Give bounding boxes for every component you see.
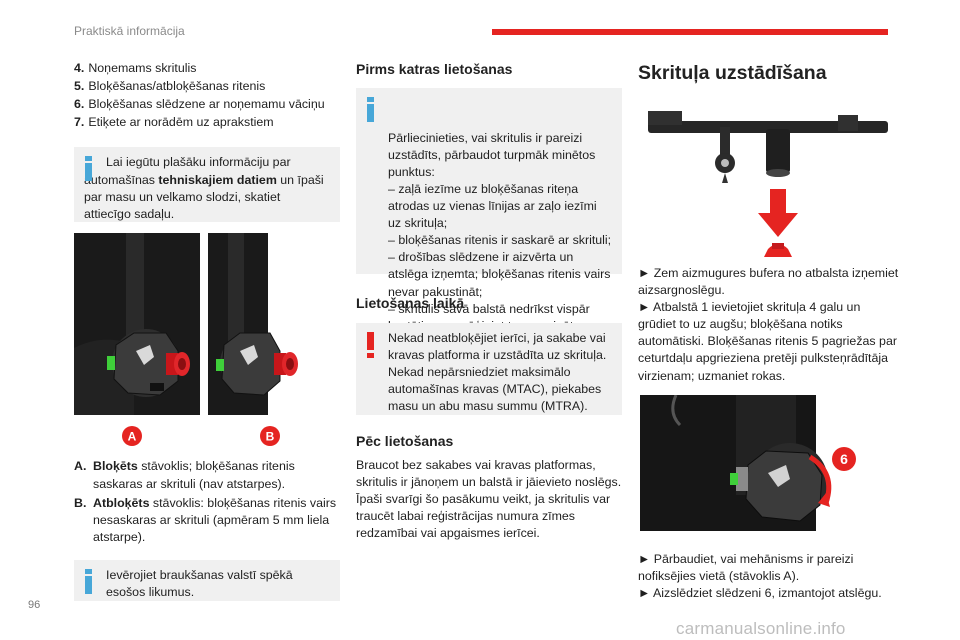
svg-text:A: A: [128, 430, 137, 444]
photo-unlocked: [208, 233, 298, 416]
parts-list: 4.Noņemams skritulis 5.Bloķēšanas/atbloķ…: [74, 60, 340, 131]
locking-wheel-illustration: A B: [74, 233, 298, 447]
info-note-checks: Pārliecinieties, vai skritulis ir pareiz…: [356, 88, 622, 350]
heading-before-use: Pirms katras lietošanas: [356, 61, 513, 77]
info-note-laws: Ievērojiet braukšanas valstī spēkā esošo…: [74, 559, 340, 601]
section-title: Skrituļa uzstādīšana: [638, 62, 827, 84]
heading-after-use: Pēc lietošanas: [356, 432, 454, 449]
warning-note: Nekad neatbloķējiet ierīci, ja sakabe va…: [356, 322, 622, 415]
warning-icon: [366, 331, 375, 358]
install-steps-2: ► Pārbaudiet, vai mehānisms ir pareizi n…: [638, 551, 882, 600]
watermark: carmanualsonline.info: [676, 619, 846, 638]
info-icon: [366, 97, 375, 123]
photo-locked: [74, 233, 200, 416]
list-item: 6.Bloķēšanas slēdzene ar noņemamu vāciņu: [74, 97, 325, 112]
state-definitions: A. Bloķēts stāvoklis; bloķēšanas ritenis…: [74, 458, 340, 546]
column-left: 4.Noņemams skritulis 5.Bloķēšanas/atbloķ…: [74, 60, 340, 601]
column-right: Skrituļa uzstādīšana ► Zem aizmugures bu…: [638, 60, 900, 602]
badge-a: A: [122, 426, 142, 447]
list-item: 7.Etiķete ar norādēm uz aprakstiem: [74, 115, 274, 130]
info-icon: [84, 568, 93, 595]
after-use-text: Braucot bez sakabes vai kravas platforma…: [356, 457, 622, 541]
towbar-photos: A B: [74, 233, 340, 447]
info-note-technical: Lai iegūtu plašāku informāciju par autom…: [74, 147, 340, 223]
badge-b: B: [260, 426, 280, 447]
page-number: 96: [28, 599, 41, 611]
badge-6: 6: [840, 451, 848, 467]
list-item: 5.Bloķēšanas/atbloķēšanas ritenis: [74, 79, 266, 94]
list-item: 4.Noņemams skritulis: [74, 61, 197, 75]
header-accent-bar: [492, 29, 888, 35]
definition-row: A. Bloķēts stāvoklis; bloķēšanas ritenis…: [74, 459, 295, 491]
definition-row: B. Atbloķēts stāvoklis: bloķēšanas riten…: [74, 495, 337, 544]
towbar-install-figure: [648, 101, 900, 261]
column-middle: Pirms katras lietošanas Pārliecinieties,…: [356, 60, 622, 542]
svg-text:B: B: [266, 430, 275, 444]
remove-cover-illustration: [648, 110, 888, 257]
info-icon: [84, 156, 93, 182]
lock-figure: 6: [640, 394, 900, 531]
heading-during-use: Lietošanas laikā: [356, 295, 465, 312]
running-header: Praktiskā informācija: [74, 24, 185, 38]
lock-illustration: 6: [640, 394, 856, 531]
install-steps-1: ► Zem aizmugures bufera no atbalsta izņe…: [638, 265, 899, 383]
